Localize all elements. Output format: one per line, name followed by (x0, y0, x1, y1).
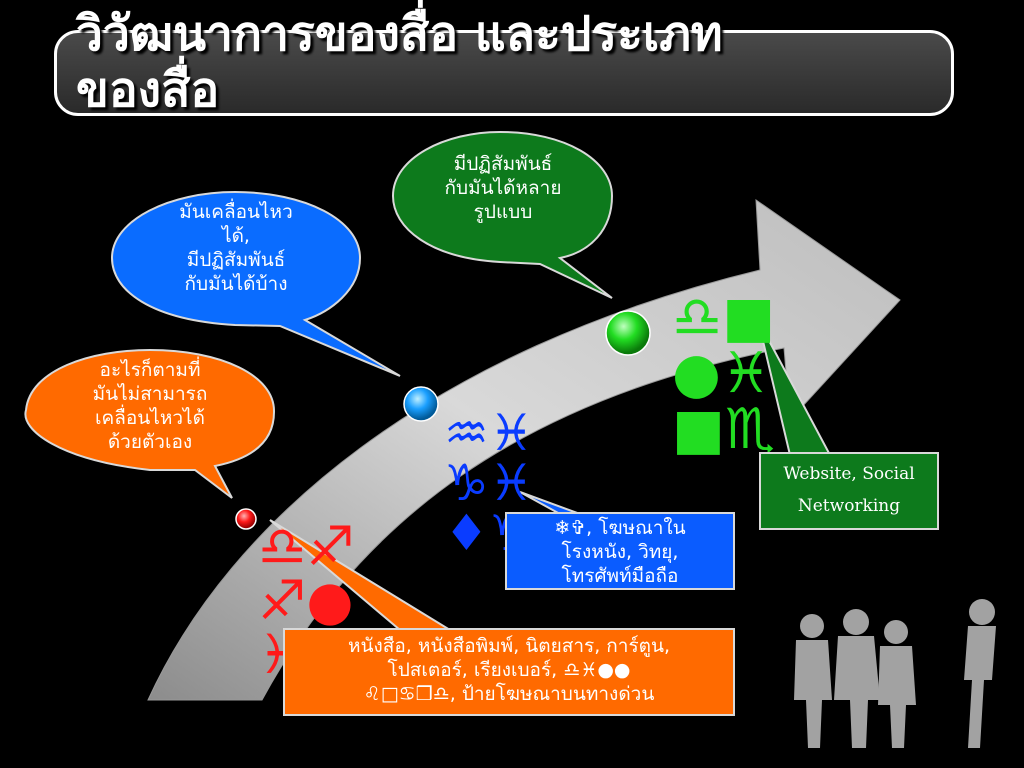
title-box (54, 30, 954, 116)
orange-bubble-text: อะไรก็ตามที่ มันไม่สามารถ เคลื่อนไหวได้ … (44, 358, 256, 454)
orange-bubble-line: มันไม่สามารถ (92, 383, 208, 405)
green-info-box: Website, Social Networking (759, 452, 939, 530)
red-dot (235, 508, 257, 530)
blue-speech-bubble (110, 190, 401, 377)
blue-bubble-line: มันเคลื่อนไหว (179, 201, 293, 223)
green-dot (605, 310, 651, 356)
red-glyph-row: ♎♐ (258, 515, 355, 578)
blue-box-line: โรงหนัง, วิทยุ, (561, 541, 679, 563)
green-box-line: Networking (797, 496, 901, 516)
orange-box-line: ♌□♋❒♎, ป้ายโฆษณาบนทางด่วน (363, 683, 655, 705)
orange-speech-bubble (24, 348, 276, 499)
green-bubble-line: รูปแบบ (473, 201, 533, 223)
green-box-line: Website, Social (783, 464, 915, 484)
green-glyph-row: ●♓ (672, 341, 772, 406)
slide-title: วิวัฒนาการของสื่อ และประเภท ของสื่อ (76, 6, 956, 118)
green-speech-bubble (391, 130, 614, 299)
green-bubble-line: กับมันได้หลาย (444, 177, 562, 199)
people-silhouettes (794, 599, 996, 748)
orange-bubble-line: เคลื่อนไหวได้ (95, 407, 205, 429)
orange-bubble-line: อะไรก็ตามที่ (99, 359, 201, 381)
blue-glyph-row: ♒♓ (444, 404, 534, 462)
title-line-1: วิวัฒนาการของสื่อ และประเภท (76, 6, 723, 62)
green-glyph-label: ♎■ ●♓ ■♏ (672, 290, 775, 458)
blue-box-line: โทรศัพท์มือถือ (561, 565, 679, 587)
green-bubble-text: มีปฏิสัมพันธ์ กับมันได้หลาย รูปแบบ (408, 152, 598, 224)
green-glyph-row: ♎■ (672, 285, 776, 350)
red-glyph-row: ♐● (258, 569, 354, 632)
orange-box-line: โปสเตอร์, เรียงเบอร์, ♎♓●● (387, 659, 631, 681)
blue-bubble-line: มีปฏิสัมพันธ์ (186, 249, 286, 271)
blue-bubble-text: มันเคลื่อนไหว ได้, มีปฏิสัมพันธ์ กับมันไ… (126, 200, 346, 296)
blue-info-box: ❄✞, โฆษณาใน โรงหนัง, วิทยุ, โทรศัพท์มือถ… (505, 512, 735, 590)
blue-glyph-row: ♑♓ (444, 454, 534, 512)
title-line-2: ของสื่อ (76, 62, 220, 118)
blue-bubble-line: กับมันได้บ้าง (184, 273, 288, 295)
blue-dot (403, 386, 439, 422)
blue-bubble-line: ได้, (222, 225, 250, 247)
orange-bubble-line: ด้วยตัวเอง (107, 431, 193, 453)
orange-info-box: หนังสือ, หนังสือพิมพ์, นิตยสาร, การ์ตูน,… (283, 628, 735, 716)
blue-box-line: ❄✞, โฆษณาใน (554, 517, 686, 539)
green-bubble-line: มีปฏิสัมพันธ์ (453, 153, 553, 175)
orange-box-line: หนังสือ, หนังสือพิมพ์, นิตยสาร, การ์ตูน, (347, 635, 671, 657)
green-glyph-row: ■♏ (672, 397, 776, 462)
